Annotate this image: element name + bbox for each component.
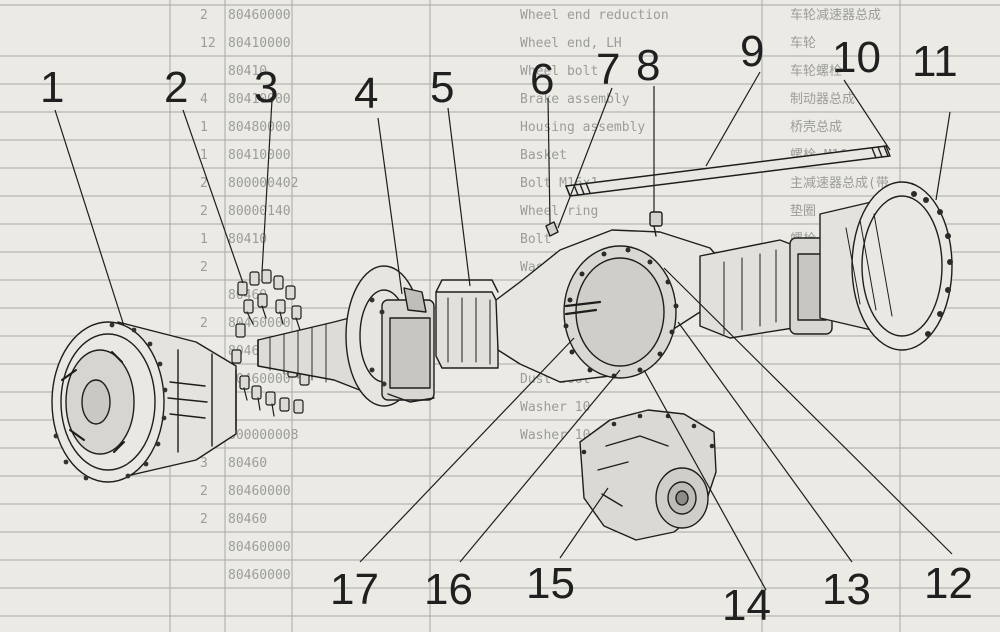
bg-part-number-1: 80410000 bbox=[228, 36, 291, 51]
bg-quantity-3: 4 bbox=[200, 92, 208, 107]
bg-part-number-6: 800000402 bbox=[228, 176, 298, 191]
bg-english-name-4: Housing assembly bbox=[520, 120, 645, 135]
callout-11: 11 bbox=[912, 37, 958, 86]
callout-7: 7 bbox=[596, 45, 620, 94]
bg-english-name-1: Wheel end, LH bbox=[520, 36, 622, 51]
axle-housing-center bbox=[495, 229, 723, 383]
callout-3: 3 bbox=[254, 63, 278, 112]
part-9-half-shaft bbox=[565, 145, 891, 197]
bg-part-number-15: 800000008 bbox=[228, 428, 298, 443]
bg-part-number-3: 80410000 bbox=[228, 92, 291, 107]
bg-english-name-5: Basket bbox=[520, 148, 567, 163]
callout-16: 16 bbox=[424, 565, 473, 614]
callout-14: 14 bbox=[722, 581, 771, 630]
bg-quantity-8: 1 bbox=[200, 232, 208, 247]
bg-quantity-11: 2 bbox=[200, 316, 208, 331]
callout-13: 13 bbox=[822, 565, 871, 614]
bg-part-number-5: 80410000 bbox=[228, 148, 291, 163]
bg-part-number-2: 80410 bbox=[228, 64, 267, 79]
bg-quantity-1: 12 bbox=[200, 36, 216, 51]
callout-1: 1 bbox=[40, 63, 64, 112]
callout-12: 12 bbox=[924, 559, 973, 608]
bg-part-number-18: 80460 bbox=[228, 512, 267, 527]
bg-part-number-4: 80480000 bbox=[228, 120, 291, 135]
bg-quantity-16: 3 bbox=[200, 456, 208, 471]
bg-english-name-14: Washer 10 bbox=[520, 400, 590, 415]
bg-chinese-name-2: 车轮螺栓 bbox=[790, 63, 842, 79]
bg-chinese-name-0: 车轮减速器总成 bbox=[790, 7, 881, 23]
callout-17: 17 bbox=[330, 565, 379, 614]
bg-quantity-4: 1 bbox=[200, 120, 208, 135]
callout-8: 8 bbox=[636, 41, 660, 90]
bg-quantity-9: 2 bbox=[200, 260, 208, 275]
part-11-wheel-end-reduction-right bbox=[819, 181, 953, 351]
part-14-main-reducer bbox=[579, 409, 717, 541]
bg-chinese-name-7: 垫圈 bbox=[790, 203, 816, 219]
bg-english-name-0: Wheel end reduction bbox=[520, 8, 669, 23]
bg-quantity-5: 1 bbox=[200, 148, 208, 163]
bg-part-number-16: 80460 bbox=[228, 456, 267, 471]
part-5-housing-arm-left bbox=[435, 279, 499, 369]
bg-part-number-8: 80410 bbox=[228, 232, 267, 247]
bg-quantity-6: 2 bbox=[200, 176, 208, 191]
callout-5: 5 bbox=[430, 63, 454, 112]
background-quantities: 212411221222322 bbox=[200, 8, 216, 527]
bg-part-number-13: 80460000 bbox=[228, 372, 291, 387]
background-part-numbers: 80460000 80410000 80410 80410000 80480000 804… bbox=[228, 8, 298, 583]
bg-part-number-0: 80460000 bbox=[228, 8, 291, 23]
bg-part-number-17: 80460000 bbox=[228, 484, 291, 499]
part-1-wheel-end-reduction-hub bbox=[51, 321, 237, 483]
bg-quantity-18: 2 bbox=[200, 512, 208, 527]
bg-part-number-7: 80000140 bbox=[228, 204, 291, 219]
bg-english-name-3: Brake assembly bbox=[520, 92, 630, 107]
bg-english-name-2: Wheel bolt bbox=[520, 64, 598, 79]
callout-6: 6 bbox=[530, 55, 554, 104]
bg-chinese-name-1: 车轮 bbox=[790, 35, 816, 51]
callout-10: 10 bbox=[832, 33, 881, 82]
bg-chinese-name-6: 主减速器总成(带 bbox=[790, 176, 889, 191]
bg-english-name-8: Bolt bbox=[520, 232, 551, 247]
part-6-7-8-small-fittings bbox=[545, 211, 663, 237]
bg-quantity-7: 2 bbox=[200, 204, 208, 219]
part-2-3-wheel-bolts bbox=[231, 269, 310, 417]
callout-15: 15 bbox=[526, 559, 575, 608]
bg-chinese-name-4: 桥壳总成 bbox=[790, 120, 842, 135]
bg-part-number-20: 80460000 bbox=[228, 568, 291, 583]
callout-2: 2 bbox=[164, 63, 188, 112]
bg-english-name-7: Wheel ring bbox=[520, 204, 598, 219]
bg-quantity-0: 2 bbox=[200, 8, 208, 23]
bg-english-name-15: Washer 10 bbox=[520, 428, 590, 443]
bg-part-number-19: 80460000 bbox=[228, 540, 291, 555]
callout-4: 4 bbox=[354, 69, 378, 118]
part-4-brake-assembly-left bbox=[257, 265, 435, 407]
leader-lines bbox=[54, 71, 953, 591]
bg-chinese-name-3: 制动器总成 bbox=[790, 92, 855, 107]
callout-labels: 1 2 3 4 5 6 7 8 9 10 11 12 13 14 15 16 1… bbox=[40, 27, 973, 630]
callout-9: 9 bbox=[740, 27, 764, 76]
bg-quantity-17: 2 bbox=[200, 484, 208, 499]
